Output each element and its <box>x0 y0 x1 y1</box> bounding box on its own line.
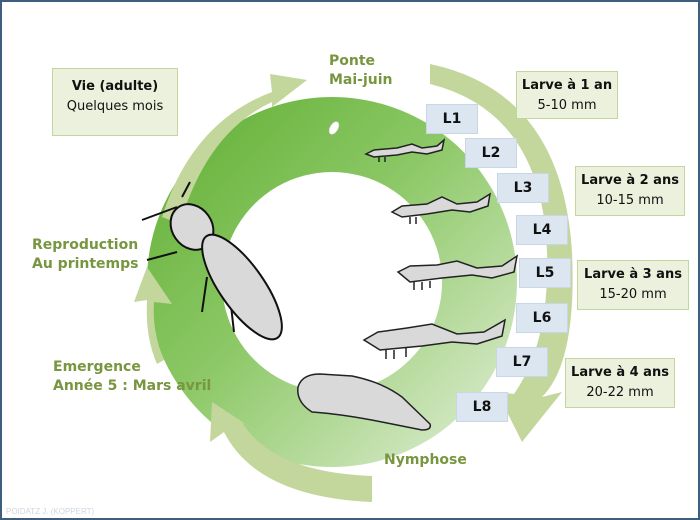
larva-icon-4 <box>362 318 507 359</box>
stage-emergence-period: Année 5 : Mars avril <box>53 378 212 394</box>
larva-icon-2 <box>390 192 492 224</box>
adult-life-detail: Quelques mois <box>66 99 164 114</box>
instar-l1: L1 <box>426 104 478 134</box>
larvae <box>362 138 519 359</box>
larva-icon-1 <box>364 138 446 162</box>
larva-box-2: Larve à 2 ans 10-15 mm <box>575 166 685 216</box>
stage-ponte: Ponte Mai-juin <box>329 52 393 90</box>
stage-emergence: Emergence Année 5 : Mars avril <box>53 358 211 396</box>
life-cycle-ring <box>146 97 517 467</box>
larva-icon-3 <box>396 254 519 290</box>
image-credit: POIDATZ J. (KOPPERT) <box>6 507 95 516</box>
stage-nymphose: Nymphose <box>384 452 467 468</box>
larva-box-1: Larve à 1 an 5-10 mm <box>516 71 618 119</box>
instar-l5: L5 <box>519 258 571 288</box>
instar-l8: L8 <box>456 392 508 422</box>
stage-reproduction-title: Reproduction <box>32 237 139 253</box>
stage-reproduction-period: Au printemps <box>32 256 139 272</box>
larva-box-4: Larve à 4 ans 20-22 mm <box>565 358 675 408</box>
larva-box-3: Larve à 3 ans 15-20 mm <box>577 260 689 310</box>
larva-box-title: Larve à 4 ans <box>571 365 669 380</box>
arrow-nymphose-to-emergence <box>210 402 372 502</box>
larva-box-title: Larve à 3 ans <box>584 267 682 282</box>
arrow-emergence-to-reproduction <box>134 267 172 364</box>
pupa-icon <box>297 373 432 431</box>
adult-life-title: Vie (adulte) <box>71 79 159 94</box>
larva-box-size: 15-20 mm <box>599 287 667 302</box>
larva-box-title: Larve à 2 ans <box>581 173 679 188</box>
egg-icon <box>328 121 340 135</box>
instar-l6: L6 <box>516 303 568 333</box>
instar-l3: L3 <box>497 173 549 203</box>
adult-beetle-icon <box>141 181 283 341</box>
larva-box-size: 10-15 mm <box>596 193 664 208</box>
stage-reproduction: Reproduction Au printemps <box>32 236 139 274</box>
stage-ponte-title: Ponte <box>329 53 376 69</box>
adult-life-box: Vie (adulte) Quelques mois <box>52 68 178 136</box>
instar-l2: L2 <box>465 138 517 168</box>
larva-box-size: 5-10 mm <box>537 98 597 113</box>
larva-box-size: 20-22 mm <box>586 385 654 400</box>
stage-emergence-title: Emergence <box>53 359 141 375</box>
larva-box-title: Larve à 1 an <box>521 78 613 93</box>
instar-l7: L7 <box>496 347 548 377</box>
instar-l4: L4 <box>516 215 568 245</box>
stage-ponte-period: Mai-juin <box>329 72 393 88</box>
